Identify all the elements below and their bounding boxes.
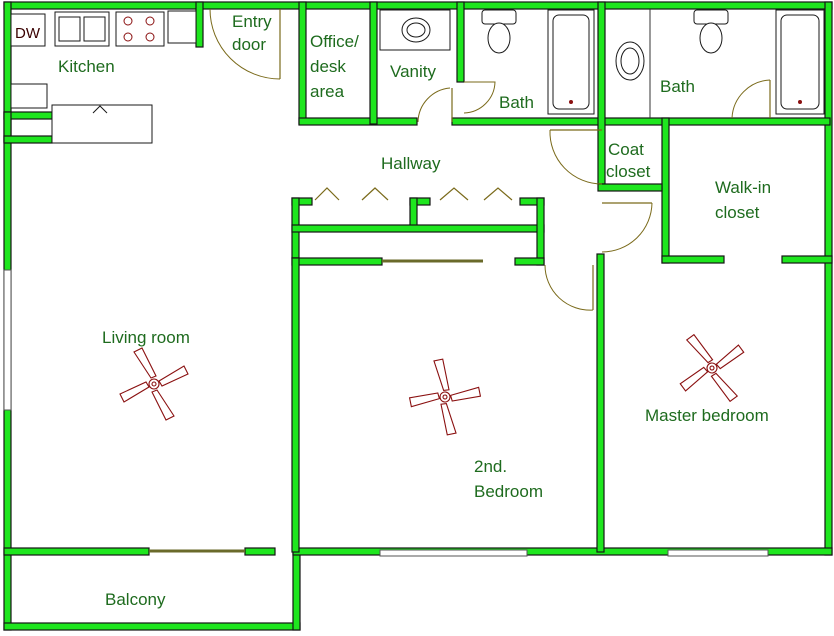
wall-kitchen-ledge [3,135,53,144]
window-bed2 [379,549,528,557]
label-bath-master: Bath [660,77,695,96]
wall-office-left [298,1,307,125]
bifold-door-3 [439,187,469,201]
kitchen-fixtures: DW [10,10,197,144]
wall-closet-bottom [291,224,545,233]
label-coat-2: closet [606,162,651,181]
label-coat-1: Coat [608,140,644,159]
dishwasher [10,13,46,47]
bathtub-icon [775,9,825,115]
label-bath-hall: Bath [499,93,534,112]
label-bed2-2: Bedroom [474,482,543,501]
wall-bath-divider [597,1,606,185]
bifold-door-1 [314,187,340,201]
wall-walkin-bottom-right [781,255,833,264]
label-walkin-2: closet [715,203,760,222]
label-hallway: Hallway [381,154,441,173]
dishwasher-label: DW [15,25,41,42]
window-living-room [3,269,12,411]
label-office-1: Office/ [310,32,359,51]
bifold-door-4 [483,187,513,201]
label-kitchen: Kitchen [58,57,115,76]
wall-coat-right [661,117,670,264]
label-entry-1: Entry [232,12,272,31]
refrigerator [167,10,197,44]
label-walkin-1: Walk-in [715,178,771,197]
label-balcony: Balcony [105,590,166,609]
wall-bed2-left [291,257,300,553]
window-master [667,549,769,557]
wall-balcony-top-right [244,547,276,556]
wall-closet-mid [409,197,418,229]
ceiling-fan-icon [119,347,189,421]
wall-closet-right [536,197,545,266]
island-marker [92,105,108,114]
wall-top [3,1,833,10]
label-vanity: Vanity [390,62,436,81]
sink-icon [615,41,645,81]
stove-icon [115,11,165,47]
wall-bed2-right [596,253,605,553]
toilet-icon [481,9,517,54]
wall-balcony-right [292,551,301,631]
door-vanity [417,87,451,123]
walls [3,1,833,631]
bifold-door-2 [361,187,389,201]
door-bed2 [544,264,594,311]
wall-bed2-top-left [291,257,383,266]
wall-office-right [369,1,378,125]
windows [3,259,769,557]
wall-balcony-top-left [3,547,150,556]
door-entry [209,8,281,80]
wall-bottom-balcony [3,622,301,631]
wall-bed2-top-right [514,257,545,266]
door-coat [549,129,603,185]
kitchen-counter-left [10,83,48,109]
bath-fixtures [379,9,825,118]
room-labels: Kitchen Entry door Office/ desk area Van… [58,12,771,609]
sink-icon [379,9,451,51]
door-hall-bath [463,81,496,114]
ceiling-fan-icon [408,358,482,436]
wall-office-bottom [298,117,418,126]
toilet-icon [693,9,729,54]
wall-right [824,1,833,556]
wall-bath-bottom [451,117,831,126]
label-bed2-1: 2nd. [474,457,507,476]
label-office-3: area [310,82,345,101]
wall-vanity-right [456,1,465,83]
wall-fridge-side [195,1,204,48]
door-master-bed [601,202,653,253]
bathtub-icon [547,9,595,115]
door-master-bath [731,79,771,119]
label-office-2: desk [310,57,346,76]
sink-icon [54,11,110,47]
label-entry-2: door [232,35,266,54]
ceiling-fan-icon [679,333,745,403]
label-master-bedroom: Master bedroom [645,406,769,425]
label-living-room: Living room [102,328,190,347]
wall-coat-bottom [597,183,663,192]
wall-walkin-bottom-left [661,255,725,264]
doors [209,8,771,311]
